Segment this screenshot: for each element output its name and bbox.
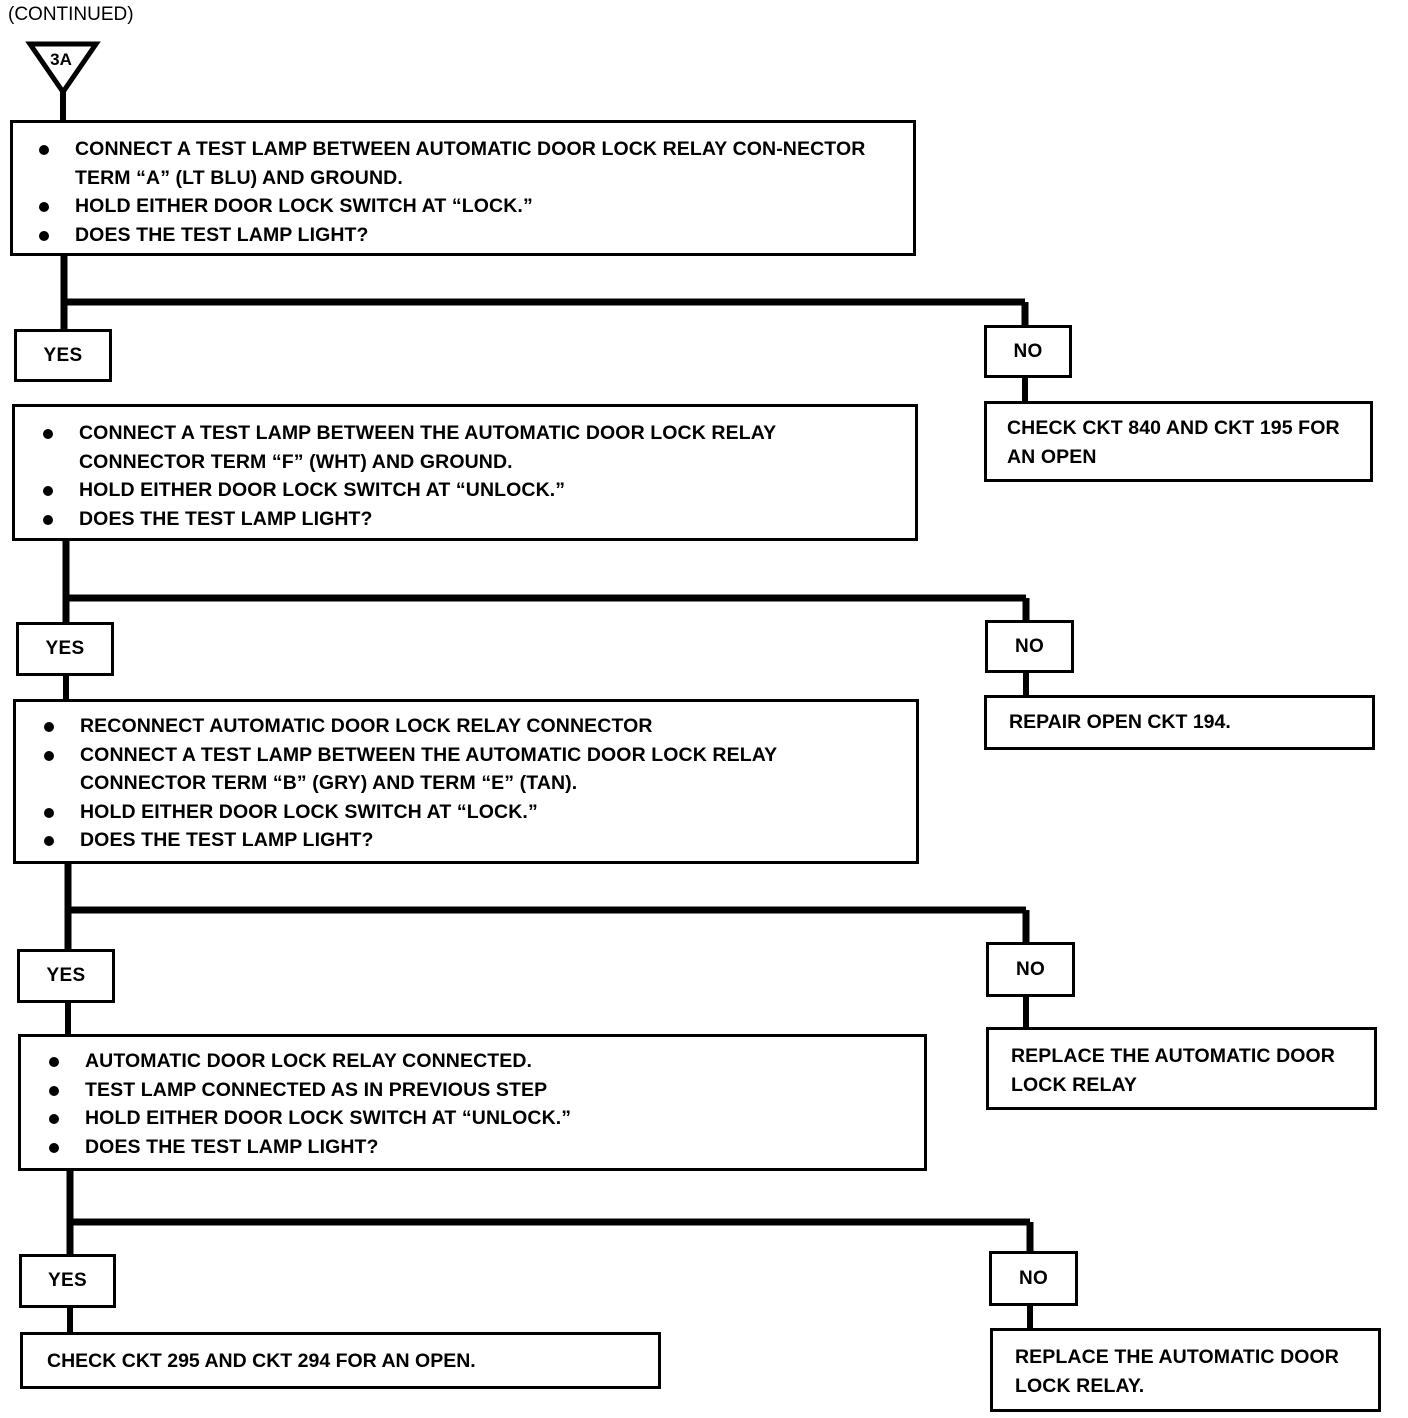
- step-3-bullet-4: DOES THE TEST LAMP LIGHT?: [38, 826, 886, 855]
- entry-marker-triangle: [25, 41, 101, 97]
- no-result-1: CHECK CKT 840 AND CKT 195 FOR AN OPEN: [984, 401, 1373, 482]
- no-label-2: NO: [985, 620, 1074, 673]
- step-1-bullet-3: DOES THE TEST LAMP LIGHT?: [33, 221, 883, 250]
- yes-label-2: YES: [16, 622, 114, 676]
- step-4-bullet-4: DOES THE TEST LAMP LIGHT?: [43, 1133, 894, 1162]
- step-1-bullet-2: HOLD EITHER DOOR LOCK SWITCH AT “LOCK.”: [33, 192, 883, 221]
- no-result-3: REPLACE THE AUTOMATIC DOOR LOCK RELAY: [986, 1027, 1377, 1110]
- step-1-bullet-1: CONNECT A TEST LAMP BETWEEN AUTOMATIC DO…: [33, 135, 883, 192]
- step-4-bullet-3: HOLD EITHER DOOR LOCK SWITCH AT “UNLOCK.…: [43, 1104, 894, 1133]
- step-4-box: AUTOMATIC DOOR LOCK RELAY CONNECTED. TES…: [18, 1034, 927, 1171]
- step-2-box: CONNECT A TEST LAMP BETWEEN THE AUTOMATI…: [12, 404, 918, 541]
- final-yes-result: CHECK CKT 295 AND CKT 294 FOR AN OPEN.: [20, 1332, 661, 1389]
- step-3-bullet-1: RECONNECT AUTOMATIC DOOR LOCK RELAY CONN…: [38, 712, 886, 741]
- step-3-bullets: RECONNECT AUTOMATIC DOOR LOCK RELAY CONN…: [38, 712, 886, 855]
- no-label-4: NO: [989, 1251, 1078, 1306]
- yes-label-4: YES: [19, 1254, 116, 1308]
- step-2-bullets: CONNECT A TEST LAMP BETWEEN THE AUTOMATI…: [37, 419, 885, 533]
- step-3-bullet-2: CONNECT A TEST LAMP BETWEEN THE AUTOMATI…: [38, 741, 886, 798]
- step-1-box: CONNECT A TEST LAMP BETWEEN AUTOMATIC DO…: [10, 120, 916, 256]
- step-2-bullet-3: DOES THE TEST LAMP LIGHT?: [37, 505, 885, 534]
- step-4-bullet-2: TEST LAMP CONNECTED AS IN PREVIOUS STEP: [43, 1076, 894, 1105]
- no-result-2: REPAIR OPEN CKT 194.: [984, 695, 1375, 750]
- step-1-bullets: CONNECT A TEST LAMP BETWEEN AUTOMATIC DO…: [33, 135, 883, 249]
- step-4-bullets: AUTOMATIC DOOR LOCK RELAY CONNECTED. TES…: [43, 1047, 894, 1161]
- continued-label: (CONTINUED): [8, 4, 134, 25]
- no-label-1: NO: [984, 325, 1072, 378]
- entry-marker-label: 3A: [50, 50, 72, 69]
- step-2-bullet-2: HOLD EITHER DOOR LOCK SWITCH AT “UNLOCK.…: [37, 476, 885, 505]
- step-4-bullet-1: AUTOMATIC DOOR LOCK RELAY CONNECTED.: [43, 1047, 894, 1076]
- no-label-3: NO: [986, 942, 1075, 997]
- step-3-bullet-3: HOLD EITHER DOOR LOCK SWITCH AT “LOCK.”: [38, 798, 886, 827]
- no-result-4: REPLACE THE AUTOMATIC DOOR LOCK RELAY.: [990, 1328, 1381, 1412]
- yes-label-1: YES: [14, 329, 112, 382]
- step-3-box: RECONNECT AUTOMATIC DOOR LOCK RELAY CONN…: [13, 699, 919, 864]
- yes-label-3: YES: [17, 949, 115, 1003]
- step-2-bullet-1: CONNECT A TEST LAMP BETWEEN THE AUTOMATI…: [37, 419, 885, 476]
